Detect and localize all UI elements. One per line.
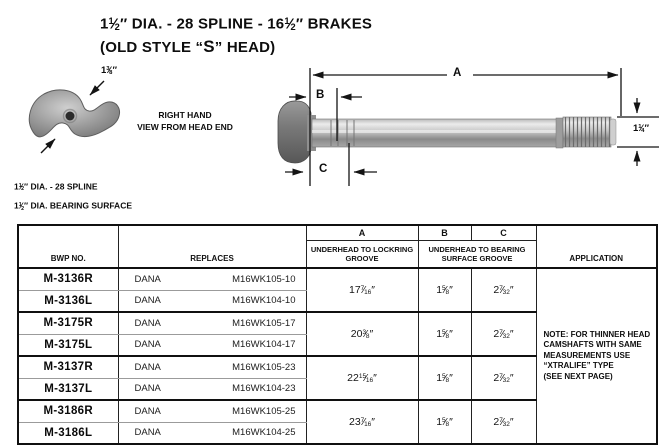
- table-row: M-3137L DANA M16WK104-23: [17, 377, 657, 401]
- brand: DANA: [134, 295, 161, 307]
- brand: DANA: [134, 273, 161, 285]
- replaced-part-no: M16WK104-17: [232, 339, 296, 351]
- head-width-label: 13⁄8″: [101, 65, 118, 76]
- s-head-letter: S: [203, 37, 215, 57]
- replaced-part-no: M16WK105-23: [232, 361, 296, 373]
- technical-diagram: [28, 68, 659, 186]
- replaces-cell: DANA M16WK105-10: [117, 267, 307, 291]
- replaced-part-no: M16WK104-23: [232, 383, 296, 395]
- dim-a-value: 2215⁄16″: [305, 355, 419, 401]
- page-title-line2: (OLD STYLE “S” HEAD): [100, 37, 276, 57]
- parts-table: BWP NO. REPLACES A B C APPLICATION UNDER…: [17, 224, 658, 445]
- header-bc-description: UNDERHEAD TO BEARING SURFACE GROOVE: [417, 239, 537, 269]
- replaced-part-no: M16WK104-25: [232, 427, 296, 439]
- table-row: M-3136L DANA M16WK104-10: [17, 289, 657, 313]
- header-application: APPLICATION: [535, 224, 658, 269]
- table-row: M-3175L DANA M16WK104-17: [17, 333, 657, 357]
- dim-a-label: A: [449, 67, 466, 79]
- table-row: M-3137R DANA M16WK105-23 2215⁄16″ 15⁄8″ 2…: [17, 355, 657, 401]
- cam-head-image: [28, 89, 120, 138]
- dimension-lines: [285, 68, 659, 186]
- page-title: 11⁄2″ DIA. - 28 SPLINE - 161⁄2″ BRAKES (…: [100, 12, 372, 57]
- bwp-no-cell: M-3175L: [17, 333, 119, 357]
- replaced-part-no: M16WK104-10: [232, 295, 296, 307]
- application-note: NOTE: FOR THINNER HEAD CAMSHAFTS WITH SA…: [535, 267, 658, 445]
- table-row: M-3136R DANA M16WK105-10 177⁄16″ 15⁄8″ 27…: [17, 267, 658, 445]
- replaces-cell: DANA M16WK104-25: [117, 421, 307, 445]
- head-width-arrow-2: [40, 138, 56, 154]
- cam-hole: [65, 111, 75, 121]
- spline-diameter-label: 11⁄4″: [633, 123, 650, 134]
- dim-b-value: 15⁄8″: [417, 311, 472, 357]
- dim-c-value: 27⁄32″: [470, 355, 537, 401]
- replaces-cell: DANA M16WK105-25: [117, 399, 307, 423]
- right-hand-view-caption: RIGHT HAND VIEW FROM HEAD END: [137, 110, 233, 132]
- page-title-line1: 11⁄2″ DIA. - 28 SPLINE - 161⁄2″ BRAKES: [100, 15, 373, 33]
- replaced-part-no: M16WK105-17: [232, 317, 296, 329]
- brand: DANA: [134, 361, 161, 373]
- replaces-cell: DANA M16WK104-10: [117, 289, 307, 313]
- bwp-no-cell: M-3186L: [17, 421, 119, 445]
- camshaft-image: [277, 100, 617, 164]
- bwp-no-cell: M-3137L: [17, 377, 119, 401]
- header-replaces: REPLACES: [117, 224, 307, 269]
- dim-a-value: 237⁄16″: [305, 399, 419, 445]
- brand: DANA: [134, 339, 161, 351]
- bwp-no-cell: M-3136R: [17, 267, 119, 291]
- bwp-no-cell: M-3136L: [17, 289, 119, 313]
- spline-spec-labels: 11⁄2″ DIA. - 28 SPLINE 11⁄2″ DIA. BEARIN…: [14, 178, 132, 217]
- replaces-cell: DANA M16WK104-23: [117, 377, 307, 401]
- dim-b-value: 15⁄8″: [417, 267, 472, 313]
- brand: DANA: [134, 317, 161, 329]
- header-a-description: UNDERHEAD TO LOCKRING GROOVE: [305, 239, 419, 269]
- replaces-cell: DANA M16WK104-17: [117, 333, 307, 357]
- header-col-a: A: [305, 224, 419, 241]
- header-col-b: B: [417, 224, 472, 241]
- replaces-cell: DANA M16WK105-23: [117, 355, 307, 379]
- dim-c-value: 27⁄32″: [470, 399, 537, 445]
- table-row: M-3186L DANA M16WK104-25: [17, 421, 657, 445]
- bwp-no-cell: M-3186R: [17, 399, 119, 423]
- dim-b-value: 15⁄8″: [417, 399, 472, 445]
- cam-pointer-arrows: [40, 80, 105, 154]
- dim-b-label: B: [316, 89, 325, 101]
- brand: DANA: [134, 427, 161, 439]
- dim-c-label: C: [319, 163, 328, 175]
- replaced-part-no: M16WK105-10: [232, 273, 296, 285]
- dim-a-value: 177⁄16″: [305, 267, 419, 313]
- dim-c-value: 27⁄32″: [470, 267, 537, 313]
- dim-b-value: 15⁄8″: [417, 355, 472, 401]
- spec-bearing-label: 11⁄2″ DIA. BEARING SURFACE: [14, 201, 132, 212]
- replaces-cell: DANA M16WK105-17: [117, 311, 307, 335]
- header-bwp-no: BWP NO.: [17, 224, 119, 269]
- bwp-no-cell: M-3137R: [17, 355, 119, 379]
- brand: DANA: [134, 383, 161, 395]
- replaced-part-no: M16WK105-25: [232, 405, 296, 417]
- brand: DANA: [134, 405, 161, 417]
- dim-c-value: 27⁄32″: [470, 311, 537, 357]
- table-row: M-3186R DANA M16WK105-25 237⁄16″ 15⁄8″ 27…: [17, 399, 657, 445]
- header-col-c: C: [470, 224, 537, 241]
- spec-spline-label: 11⁄2″ DIA. - 28 SPLINE: [14, 181, 98, 193]
- shaft-grooves: [330, 120, 355, 146]
- dim-a-value: 203⁄8″: [305, 311, 419, 357]
- bwp-no-cell: M-3175R: [17, 311, 119, 335]
- head-width-arrow: [89, 80, 105, 96]
